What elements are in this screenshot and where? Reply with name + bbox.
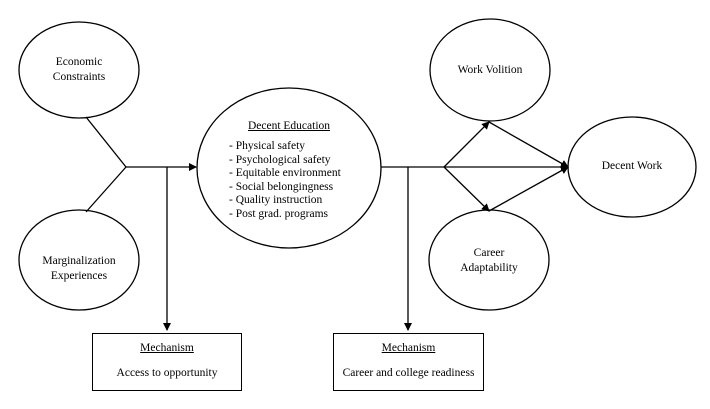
right-mechanism-text: Career and college readiness: [342, 367, 475, 379]
split-to-career-adaptability-arrow: [443, 166, 490, 212]
right-mechanism-title: Mechanism: [381, 342, 436, 354]
left-mechanism-box: Mechanism Access to opportunity: [92, 333, 242, 391]
left-mechanism-text: Access to opportunity: [116, 367, 218, 379]
career-adaptability-line1: Career: [473, 247, 505, 259]
career-adaptability-line2: Adaptability: [460, 262, 518, 274]
career-adaptability-label: Career Adaptability: [434, 246, 544, 276]
decent-education-list: - Physical safety - Psychological safety…: [229, 140, 341, 222]
list-item: - Physical safety: [229, 140, 306, 152]
split-to-work-volition-arrow: [443, 121, 490, 168]
economic-to-junction-line: [85, 116, 127, 168]
work-volition-node: [429, 18, 551, 122]
decent-work-label: Decent Work: [601, 160, 663, 172]
left-mechanism-title: Mechanism: [140, 342, 194, 354]
list-item: - Quality instruction: [229, 194, 323, 207]
marginalization-line1: Marginalization: [42, 255, 116, 267]
economic-constraints-line1: Economic: [55, 56, 103, 68]
work-volition-to-decent-work-arrow: [488, 121, 569, 168]
decent-education-node: [196, 87, 382, 249]
economic-constraints-label: Economic Constraints: [29, 55, 129, 85]
economic-constraints-line2: Constraints: [52, 71, 106, 83]
list-item: - Equitable environment: [229, 167, 341, 180]
right-mechanism-box: Mechanism Career and college readiness: [333, 333, 484, 391]
marginalization-to-junction-line: [85, 166, 127, 213]
marginalization-experiences-node: [18, 209, 140, 311]
work-volition-label: Work Volition: [457, 64, 523, 76]
marginalization-line2: Experiences: [50, 270, 108, 282]
marginalization-experiences-label: Marginalization Experiences: [24, 254, 134, 284]
list-item: - Psychological safety: [229, 153, 331, 166]
list-item: - Post grad. programs: [229, 207, 329, 220]
economic-constraints-node: [18, 21, 140, 119]
list-item: - Social belongingness: [229, 180, 334, 193]
decent-education-title: Decent Education: [247, 120, 331, 132]
career-adaptability-to-decent-work-arrow: [488, 166, 569, 212]
